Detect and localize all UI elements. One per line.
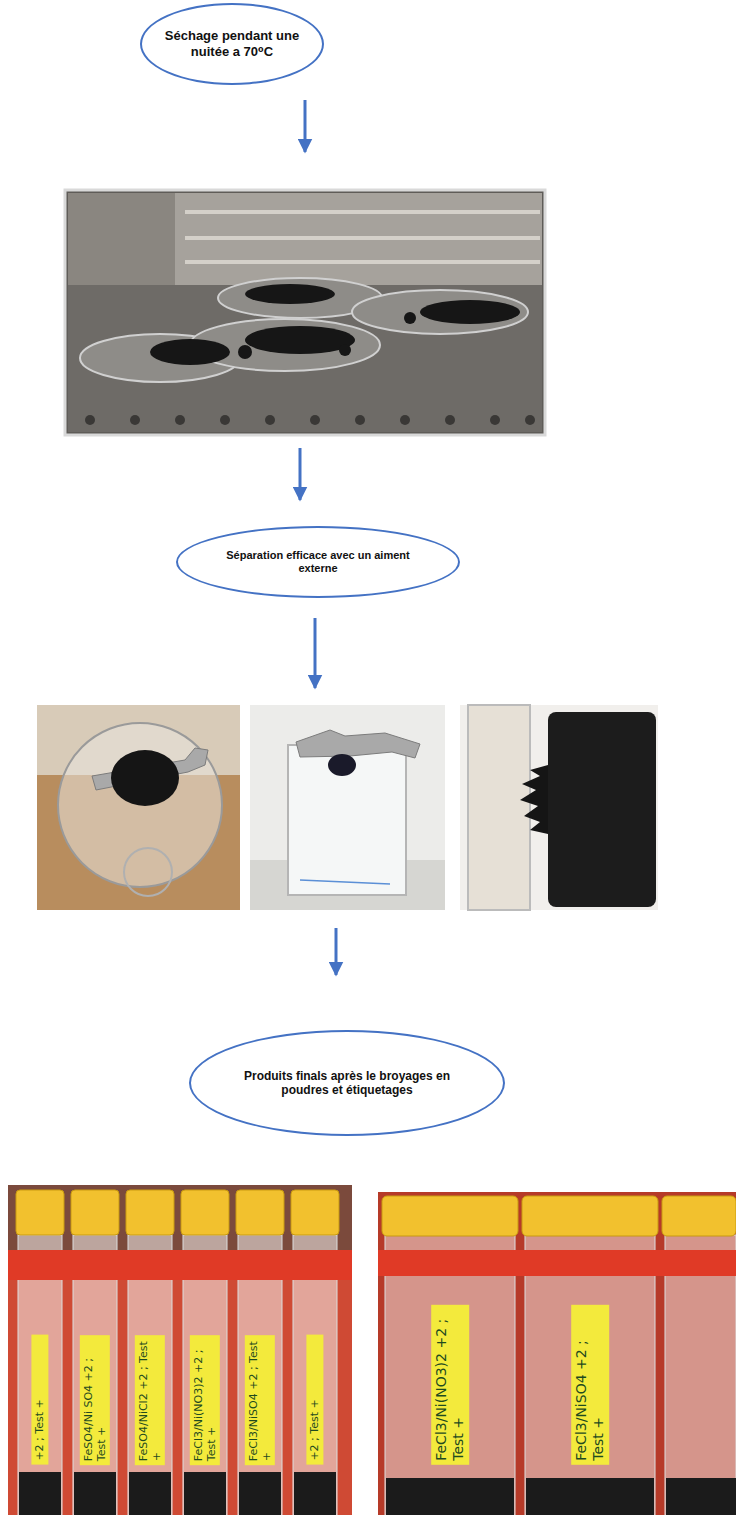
illustration-part bbox=[490, 415, 500, 425]
illustration-part bbox=[37, 705, 240, 910]
magnet-photo-top-view bbox=[37, 705, 240, 910]
illustration-part bbox=[386, 1478, 736, 1515]
illustration-part bbox=[185, 210, 540, 214]
step-text: Produits finals après le broyages en pou… bbox=[230, 1069, 464, 1098]
illustration-part bbox=[19, 1472, 336, 1515]
illustration-part bbox=[65, 190, 545, 435]
illustration-part bbox=[16, 1190, 64, 1235]
illustration-part bbox=[522, 1196, 658, 1236]
illustration-part bbox=[236, 1190, 284, 1235]
illustration-part bbox=[666, 1478, 736, 1515]
illustration-part bbox=[382, 1196, 736, 1236]
illustration-part bbox=[460, 705, 658, 910]
illustration-part bbox=[185, 236, 540, 240]
illustration-part bbox=[385, 1235, 515, 1515]
illustration-part bbox=[378, 1250, 736, 1276]
step-text: Séchage pendant une nuitée a 70⁰C bbox=[164, 28, 300, 59]
illustration-part bbox=[548, 712, 656, 907]
illustration-part bbox=[181, 1190, 229, 1235]
illustration-part bbox=[85, 415, 95, 425]
illustration-part bbox=[296, 730, 420, 758]
illustration-part bbox=[239, 1472, 281, 1515]
illustration-part bbox=[245, 326, 355, 354]
illustration-part bbox=[71, 1190, 119, 1235]
illustration-part bbox=[662, 1196, 736, 1236]
test-tube-rack-photo bbox=[8, 1185, 352, 1515]
illustration-part bbox=[525, 1235, 655, 1515]
illustration-part bbox=[355, 415, 365, 425]
tube-label: FeCl3/Ni(NO3)2 +2 ; Test + bbox=[431, 1305, 469, 1465]
illustration-part bbox=[111, 750, 179, 806]
illustration-part bbox=[328, 754, 356, 776]
magnet-photo-side-view bbox=[460, 705, 658, 910]
illustration-part bbox=[304, 100, 307, 152]
illustration-part bbox=[400, 415, 410, 425]
illustration-part bbox=[520, 765, 548, 834]
tube-label: FeSO4/Ni SO4 +2 ; Test + bbox=[80, 1335, 110, 1465]
tube-label: FeCl3/Ni(NO3)2 +2 ; Test + bbox=[190, 1335, 220, 1465]
illustration-part bbox=[238, 345, 252, 359]
illustration-part bbox=[150, 339, 230, 365]
illustration-part bbox=[294, 1472, 336, 1515]
illustration-part bbox=[184, 1472, 226, 1515]
illustration-part bbox=[288, 745, 406, 895]
illustration-part bbox=[665, 1235, 736, 1515]
illustration-part bbox=[382, 1196, 518, 1236]
step-text: Séparation efficace avec un aiment exter… bbox=[213, 549, 423, 575]
illustration-part bbox=[352, 290, 528, 334]
illustration-part bbox=[310, 415, 320, 425]
illustration-part bbox=[314, 618, 317, 688]
illustration-part bbox=[220, 415, 230, 425]
illustration-part bbox=[68, 193, 175, 300]
magnet-photo-beaker bbox=[250, 705, 445, 910]
illustration-part bbox=[404, 312, 416, 324]
illustration-part bbox=[74, 1472, 116, 1515]
step-ellipse: Séchage pendant une nuitée a 70⁰C bbox=[140, 3, 324, 85]
illustration-part bbox=[129, 1472, 171, 1515]
illustration-part bbox=[185, 260, 540, 264]
illustration-part bbox=[445, 415, 455, 425]
illustration-part bbox=[58, 723, 222, 887]
tube-label: +2 ; Test + bbox=[306, 1335, 323, 1465]
test-tube-closeup-photo bbox=[378, 1192, 736, 1515]
tube-label: +2 ; Test + bbox=[31, 1335, 48, 1465]
illustration-part bbox=[468, 705, 530, 910]
ellipse-text-area: Séchage pendant une nuitée a 70⁰C bbox=[164, 28, 300, 59]
illustration-part bbox=[525, 415, 535, 425]
illustration-part bbox=[19, 1472, 61, 1515]
illustration-part bbox=[526, 1478, 654, 1515]
tube-label: FeSO4/NiCl2 +2 ; Test + bbox=[135, 1335, 165, 1465]
illustration-part bbox=[245, 284, 335, 304]
ellipse-text-area: Produits finals après le broyages en pou… bbox=[230, 1069, 464, 1098]
illustration-part bbox=[378, 1192, 736, 1515]
illustration-part bbox=[386, 1478, 514, 1515]
illustration-part bbox=[250, 705, 445, 910]
illustration-part bbox=[265, 415, 275, 425]
illustration-part bbox=[150, 284, 520, 365]
illustration-part bbox=[8, 1185, 352, 1515]
illustration-part bbox=[299, 448, 302, 500]
ellipse-text-area: Séparation efficace avec un aiment exter… bbox=[213, 549, 423, 575]
illustration-part bbox=[130, 415, 140, 425]
illustration-part bbox=[335, 928, 338, 975]
illustration-part bbox=[126, 1190, 174, 1235]
tube-label: FeCl3/NiSO4 +2 ; Test + bbox=[245, 1335, 275, 1465]
illustration-part bbox=[16, 1190, 339, 1235]
illustration-part bbox=[124, 848, 172, 896]
illustration-part bbox=[291, 1190, 339, 1235]
illustration-part bbox=[339, 344, 351, 356]
illustration-part bbox=[300, 880, 390, 884]
illustration-part bbox=[175, 415, 185, 425]
step-ellipse: Séparation efficace avec un aiment exter… bbox=[176, 526, 460, 598]
step-ellipse: Produits finals après le broyages en pou… bbox=[189, 1030, 505, 1136]
tube-label: FeCl3/NiSO4 +2 ; Test + bbox=[571, 1305, 609, 1465]
drying-oven-photo bbox=[65, 190, 545, 435]
illustration-part bbox=[8, 1250, 352, 1280]
illustration-part bbox=[85, 415, 535, 425]
illustration-part bbox=[420, 300, 520, 324]
